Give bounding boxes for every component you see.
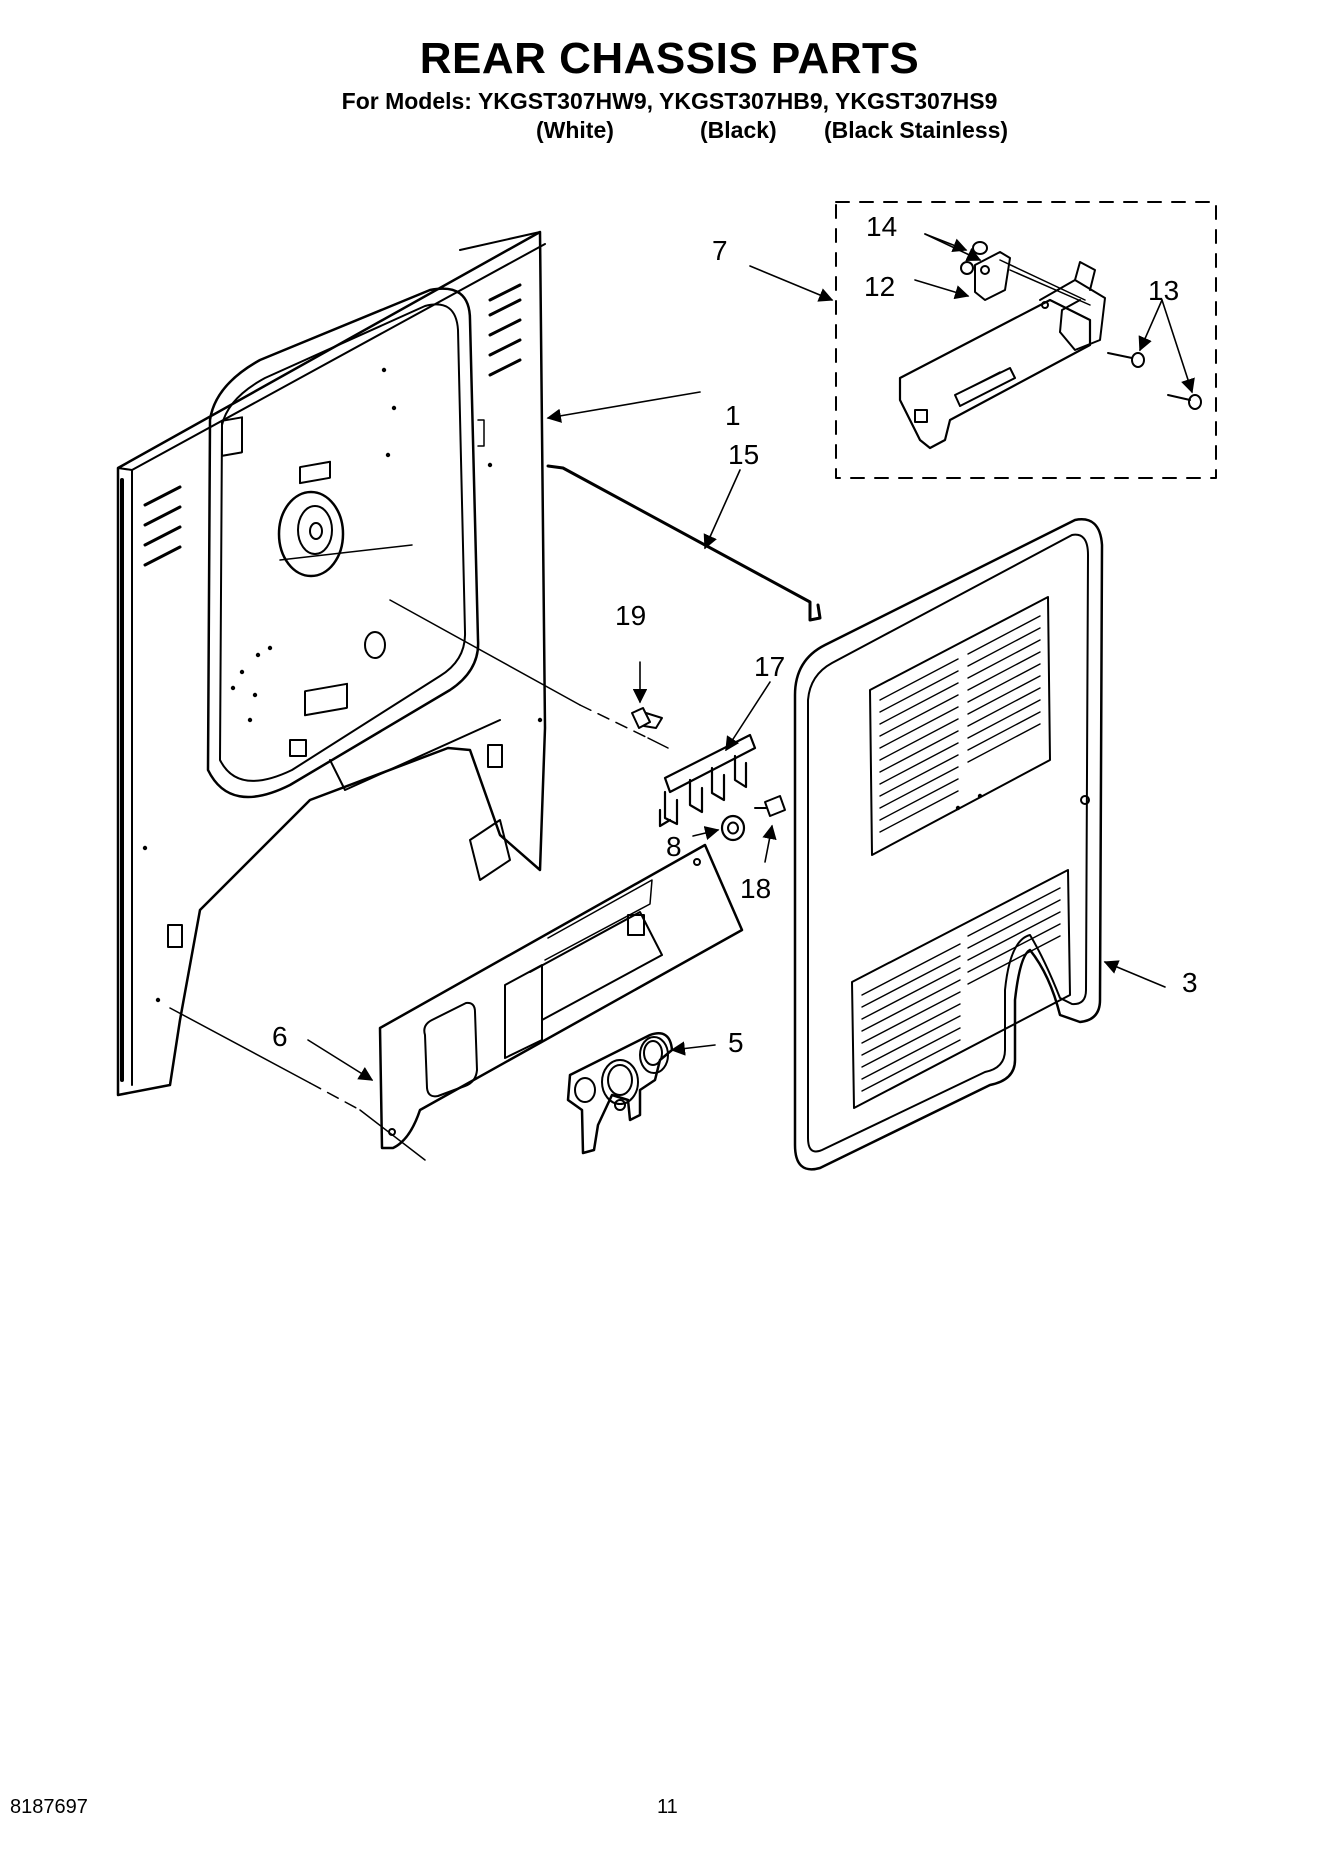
callout-18: 18 — [740, 873, 771, 904]
callout-13: 13 — [1148, 275, 1179, 306]
variant-white: (White) — [536, 117, 614, 143]
callout-17: 17 — [754, 651, 785, 682]
wire-retainer — [658, 733, 757, 828]
screws-part-13 — [1107, 352, 1202, 410]
callout-1: 1 — [725, 400, 741, 431]
callout-19: 19 — [615, 600, 646, 631]
page-number: 11 — [657, 1796, 678, 1818]
valve-assembly — [898, 241, 1106, 450]
callout-12: 12 — [864, 271, 895, 302]
nut-part-8 — [720, 814, 746, 842]
callout-5: 5 — [728, 1027, 744, 1058]
rear-cover-panel — [793, 518, 1104, 1171]
page-title: REAR CHASSIS PARTS — [419, 34, 920, 83]
terminal-block — [566, 1032, 674, 1155]
callout-6: 6 — [272, 1021, 288, 1052]
rod-part-15 — [546, 464, 822, 622]
callout-15: 15 — [728, 439, 759, 470]
variant-black-stainless: (Black Stainless) — [824, 117, 1009, 143]
screw-part-18 — [754, 795, 786, 817]
callout-7: 7 — [712, 235, 728, 266]
alignment-lines — [169, 599, 669, 1161]
document-number: 8187697 — [10, 1796, 88, 1818]
rear-chassis-panel — [116, 230, 547, 1097]
callout-14: 14 — [866, 211, 897, 242]
screw-part-19 — [631, 707, 663, 729]
valve-assembly-box — [835, 201, 1217, 479]
callout-8: 8 — [666, 831, 682, 862]
lower-bracket-plate — [378, 843, 744, 1150]
callout-3: 3 — [1182, 967, 1198, 998]
leader-lines — [307, 233, 1195, 1081]
variant-black: (Black) — [700, 117, 777, 143]
models-line: For Models: YKGST307HW9, YKGST307HB9, YK… — [341, 88, 998, 114]
